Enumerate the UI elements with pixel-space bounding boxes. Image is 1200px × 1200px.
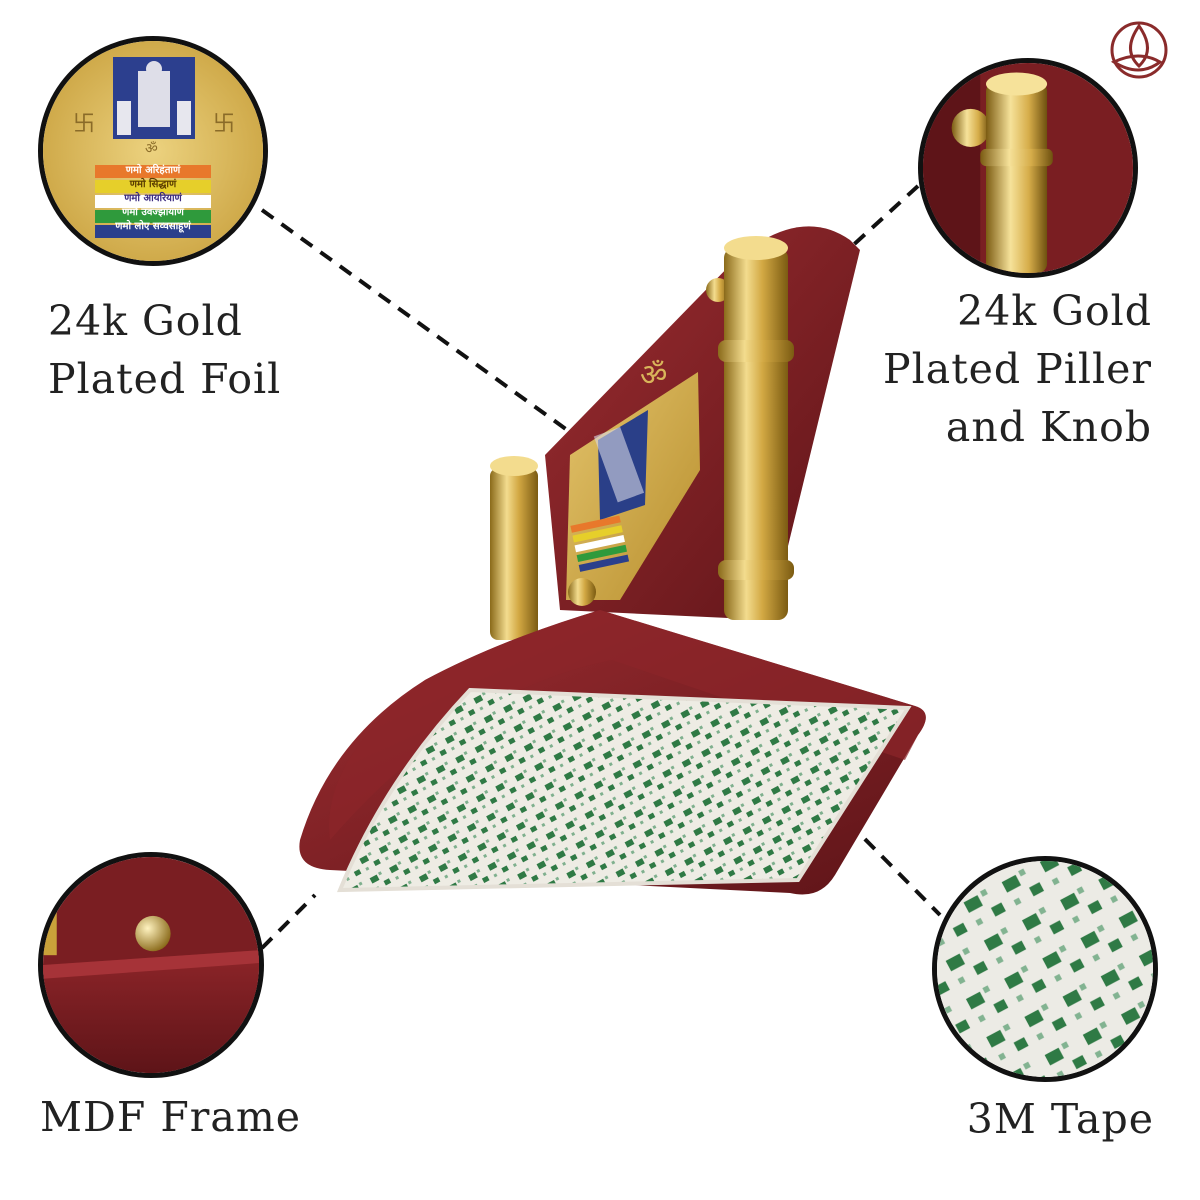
- mantra-line: णमो सिद्धाणं: [129, 179, 177, 190]
- mantra-line: णमो उवज्झायाणं: [122, 207, 184, 218]
- svg-text:卐: 卐: [213, 112, 235, 137]
- svg-text:ॐ: ॐ: [145, 141, 158, 157]
- label-line: Plated Piller: [883, 345, 1152, 393]
- pillar-zoom-image: [923, 63, 1133, 273]
- mdf-zoom-circle: [38, 852, 264, 1078]
- label-line: 3M Tape: [966, 1095, 1154, 1143]
- label-line: 24k Gold: [957, 287, 1152, 335]
- foil-mantra-lines: णमो अरिहंताणं णमो सिद्धाणं णमो आयरियाणं …: [94, 164, 212, 234]
- svg-text:ॐ: ॐ: [640, 358, 667, 393]
- mdf-zoom-image: [43, 857, 259, 1073]
- foil-zoom-circle: 卐 卐 ॐ णमो अरिहंताणं णमो सिद्धाणं णमो आयर…: [38, 36, 268, 266]
- trinity-knot-icon: [1110, 21, 1168, 79]
- label-line: and Knob: [945, 403, 1152, 451]
- gold-foil-label: 24k Gold Plated Foil: [48, 292, 281, 408]
- tape-zoom-image: [937, 861, 1153, 1077]
- mantra-line: णमो लोए सव्वसाहूणं: [115, 221, 191, 232]
- mdf-frame-label: MDF Frame: [40, 1088, 301, 1146]
- label-line: MDF Frame: [40, 1093, 301, 1141]
- label-line: Plated Foil: [48, 355, 282, 403]
- pillar-zoom-circle: [918, 58, 1138, 278]
- tape-label: 3M Tape: [967, 1090, 1154, 1148]
- mantra-line: णमो आयरियाणं: [124, 193, 182, 204]
- label-line: 24k Gold: [48, 297, 243, 345]
- foil-zoom-image: 卐 卐 ॐ: [43, 41, 263, 261]
- tape-zoom-circle: [932, 856, 1158, 1082]
- mantra-line: णमो अरिहंताणं: [125, 165, 181, 176]
- gold-pillar-label: 24k Gold Plated Piller and Knob: [883, 282, 1152, 456]
- svg-text:卐: 卐: [73, 112, 95, 137]
